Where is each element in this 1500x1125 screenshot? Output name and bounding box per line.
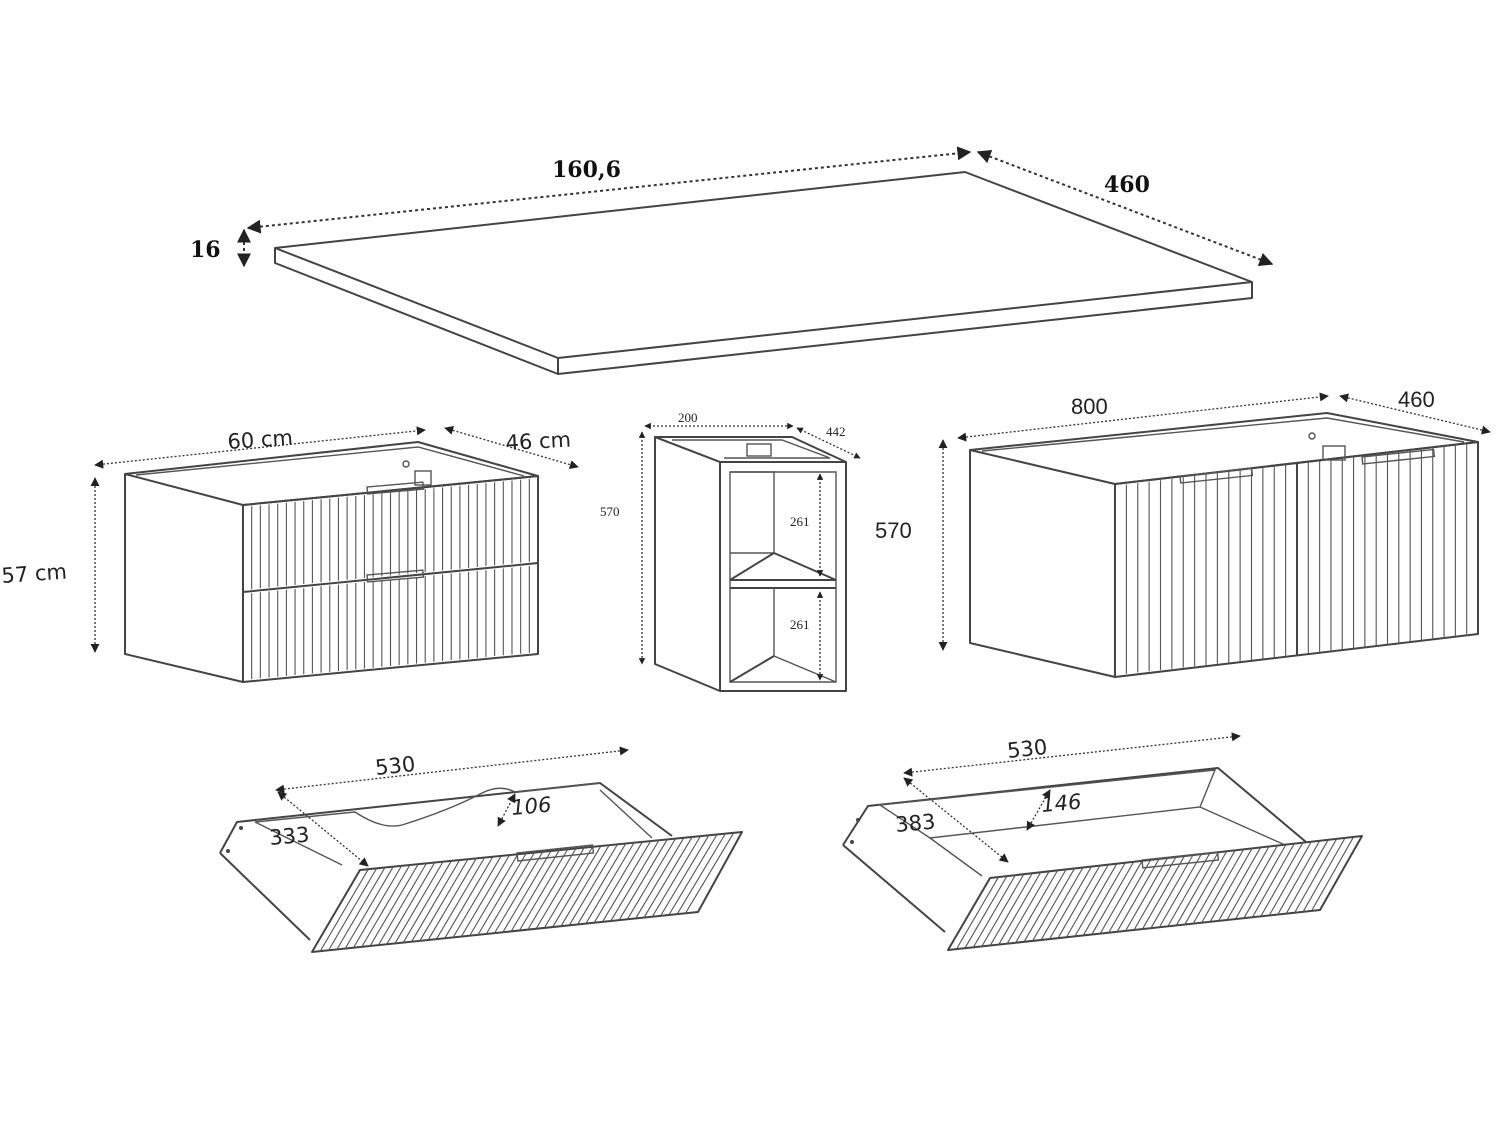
- right-door-handle: [1361, 448, 1436, 465]
- shelf-unit-fitting: [746, 443, 772, 457]
- cabinet-width-label: 60 cm: [227, 425, 294, 454]
- shelf-depth-label: 442: [826, 424, 846, 439]
- cabinet-width-dimension: [94, 426, 426, 469]
- shelf-unit: 200 442 570 261 261: [600, 410, 861, 692]
- drawer-right-box: [842, 767, 1307, 933]
- double-cabinet-depth-label: 460: [1398, 387, 1435, 412]
- drawer-left-front: [311, 831, 743, 953]
- worktop-length-dimension: [246, 146, 972, 234]
- drawer-right-front-flutes: [955, 836, 1355, 950]
- drawer-right-width-label: 530: [1006, 735, 1048, 763]
- cabinet-side-panel: [124, 473, 244, 683]
- double-cabinet-front: [1114, 441, 1479, 678]
- double-cabinet-depth-dimension: [1339, 393, 1491, 435]
- double-cabinet-fitting: [1322, 445, 1346, 461]
- drawer-left-front-flutes: [319, 832, 735, 952]
- shelf-top-compartment-label: 261: [790, 514, 810, 529]
- cabinet-depth-dimension: [444, 425, 579, 470]
- double-cabinet-height-label: 570: [875, 518, 912, 543]
- worktop-thickness-label: 16: [190, 237, 221, 263]
- worktop-depth-label: 460: [1104, 172, 1150, 198]
- door-front-flutes: [1125, 443, 1468, 674]
- drawer-left: 530 333 106: [219, 746, 743, 953]
- double-cabinet-side: [969, 449, 1116, 678]
- drawer-right-depth-label: 383: [894, 810, 936, 837]
- drawer-left-height-label: 106: [510, 793, 552, 820]
- drawer-left-depth-dimension: [277, 791, 369, 867]
- drawer-left-handle: [516, 844, 595, 862]
- worktop-depth-dimension: [976, 149, 1274, 267]
- cabinet-front: [242, 475, 539, 683]
- shelf-height-label: 570: [600, 504, 620, 519]
- drawer-left-width-dimension: [275, 746, 629, 794]
- bottom-drawer-handle: [366, 569, 425, 583]
- worktop-length-label: 160,6: [552, 157, 621, 183]
- double-cabinet-top: [969, 412, 1479, 485]
- drawer-left-box: [219, 782, 673, 941]
- shelf-width-label: 200: [678, 410, 698, 425]
- tap-hole: [402, 460, 410, 468]
- drawer-left-width-label: 530: [374, 752, 416, 780]
- cabinet-height-label: 57 cm: [1, 559, 68, 588]
- left-door-handle: [1179, 467, 1254, 484]
- double-cabinet-width-label: 800: [1071, 394, 1108, 419]
- drawer-left-depth-label: 333: [268, 823, 310, 850]
- drawer-cabinet: 60 cm 46 cm 57 cm: [1, 425, 579, 683]
- siphon-fitting: [414, 470, 432, 486]
- worktop: 160,6 460 16: [190, 146, 1274, 375]
- shelf-bottom-compartment-label: 261: [790, 617, 810, 632]
- shelf-back-bottom: [773, 588, 837, 683]
- worktop-top-face: [274, 171, 1253, 359]
- shelf-unit-front: [719, 461, 847, 692]
- worktop-front-edge: [274, 248, 559, 375]
- drawer-right-handle: [1141, 851, 1220, 869]
- drawer-right-front: [947, 835, 1363, 951]
- drawer-divider: [242, 562, 539, 593]
- shelf-back-top: [730, 471, 775, 554]
- middle-shelf: [729, 552, 837, 683]
- drawer-front-flutes: [251, 478, 530, 680]
- drawer-right-height-label: 146: [1040, 790, 1082, 817]
- worktop-side-edge: [557, 282, 1253, 375]
- cabinet-depth-label: 46 cm: [505, 428, 572, 455]
- double-cabinet: 800 460 570: [875, 387, 1491, 678]
- drawer-right-width-dimension: [903, 732, 1241, 777]
- double-cabinet-tap-hole: [1308, 432, 1316, 440]
- shelf-unit-side: [654, 436, 721, 692]
- drawer-right: 530 383 146: [842, 732, 1363, 951]
